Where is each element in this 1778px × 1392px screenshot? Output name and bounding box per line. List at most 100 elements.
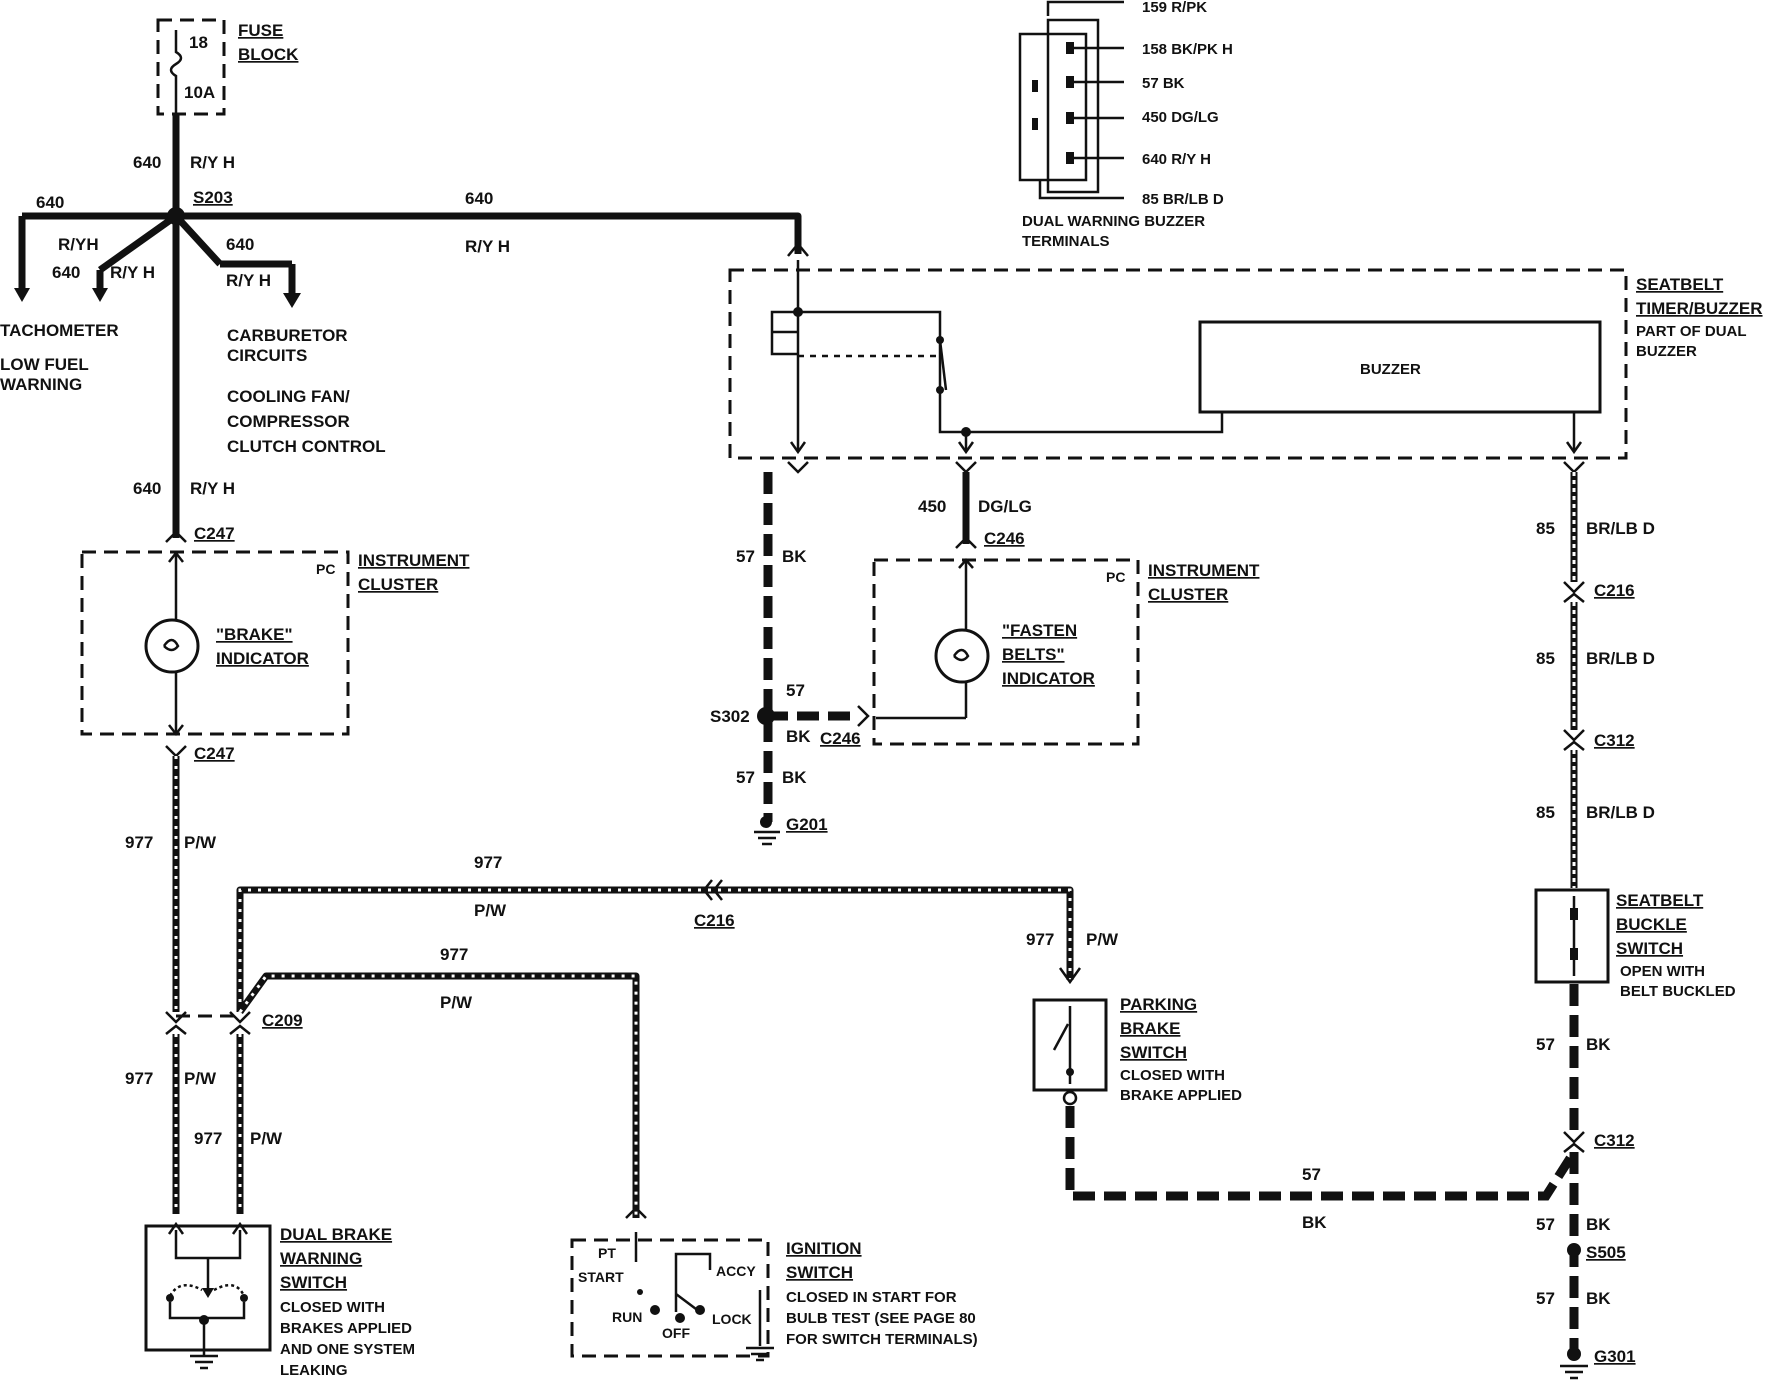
svg-text:P/W: P/W: [184, 833, 217, 852]
svg-text:TIMER/BUZZER: TIMER/BUZZER: [1636, 299, 1763, 318]
svg-text:CLUSTER: CLUSTER: [1148, 585, 1228, 604]
svg-text:BULB TEST (SEE PAGE 80: BULB TEST (SEE PAGE 80: [786, 1310, 976, 1327]
svg-text:85: 85: [1536, 803, 1555, 822]
svg-text:R/Y H: R/Y H: [110, 263, 155, 282]
svg-text:SWITCH: SWITCH: [280, 1273, 347, 1292]
instrument-cluster-brake: C247 PC "BRAKE" INDICATOR INSTRUMENT CLU…: [80, 524, 470, 763]
svg-text:85 BR/LB D: 85 BR/LB D: [1142, 191, 1224, 208]
svg-text:BK: BK: [1302, 1213, 1327, 1232]
svg-text:640 R/Y H: 640 R/Y H: [1142, 151, 1211, 168]
svg-text:INSTRUMENT: INSTRUMENT: [358, 551, 470, 570]
svg-text:BUZZER: BUZZER: [1636, 343, 1697, 360]
svg-text:C312: C312: [1594, 1131, 1635, 1150]
svg-text:SWITCH: SWITCH: [1120, 1043, 1187, 1062]
svg-text:ACCY: ACCY: [716, 1263, 756, 1279]
svg-text:R/Y H: R/Y H: [190, 479, 235, 498]
svg-text:CLOSED IN START FOR: CLOSED IN START FOR: [786, 1289, 957, 1306]
fuse-block: 18 10A FUSE BLOCK: [156, 18, 299, 116]
svg-text:S302: S302: [710, 707, 750, 726]
svg-text:640: 640: [52, 263, 80, 282]
svg-text:BR/LB D: BR/LB D: [1586, 649, 1655, 668]
svg-text:DUAL WARNING BUZZER: DUAL WARNING BUZZER: [1022, 213, 1205, 230]
svg-text:PC: PC: [316, 561, 335, 577]
svg-text:SWITCH: SWITCH: [1616, 939, 1683, 958]
fuse-number: 18: [189, 33, 208, 52]
svg-text:450 DG/LG: 450 DG/LG: [1142, 109, 1219, 126]
svg-text:OPEN WITH: OPEN WITH: [1620, 963, 1705, 980]
svg-text:DG/LG: DG/LG: [978, 497, 1032, 516]
svg-text:57: 57: [1302, 1165, 1321, 1184]
svg-text:57: 57: [736, 547, 755, 566]
svg-text:159 R/PK: 159 R/PK: [1142, 0, 1207, 16]
splice-s203-label: S203: [193, 188, 233, 207]
ground-icon: [190, 1354, 218, 1370]
svg-text:PT: PT: [598, 1245, 616, 1261]
ground-icon: [754, 830, 780, 846]
svg-text:C246: C246: [820, 729, 861, 748]
fuse-title-1: FUSE: [238, 21, 283, 40]
dual-brake-warning-switch: DUAL BRAKE WARNING SWITCH CLOSED WITH BR…: [144, 1221, 415, 1379]
svg-text:BUCKLE: BUCKLE: [1616, 915, 1687, 934]
svg-text:RUN: RUN: [612, 1309, 642, 1325]
svg-text:BR/LB D: BR/LB D: [1586, 803, 1655, 822]
svg-text:P/W: P/W: [440, 993, 473, 1012]
tachometer-label: TACHOMETER: [0, 321, 119, 340]
svg-text:LEAKING: LEAKING: [280, 1362, 348, 1379]
fuse-rating: 10A: [184, 83, 215, 102]
svg-text:640: 640: [226, 235, 254, 254]
wire-57-right: 57 BK C312 57 BK 57 BK S505 57 BK G301: [1065, 984, 1636, 1380]
svg-text:S505: S505: [1586, 1243, 1626, 1262]
ground-g201: G201: [786, 815, 828, 834]
svg-text:C246: C246: [984, 529, 1025, 548]
svg-text:85: 85: [1536, 649, 1555, 668]
svg-text:WARNING: WARNING: [280, 1249, 362, 1268]
svg-text:START: START: [578, 1269, 624, 1285]
svg-text:OFF: OFF: [662, 1325, 690, 1341]
svg-text:INDICATOR: INDICATOR: [216, 649, 309, 668]
svg-text:PART OF DUAL: PART OF DUAL: [1636, 323, 1747, 340]
svg-text:977: 977: [194, 1129, 222, 1148]
dual-warning-buzzer-terminals: 159 R/PK 158 BK/PK H 57 BK 450 DG/LG 640…: [1018, 0, 1233, 250]
svg-text:COMPRESSOR: COMPRESSOR: [227, 412, 350, 431]
svg-text:P/W: P/W: [474, 901, 507, 920]
svg-text:WARNING: WARNING: [0, 375, 82, 394]
svg-text:INDICATOR: INDICATOR: [1002, 669, 1095, 688]
connector-c209: C209: [262, 1011, 303, 1030]
instrument-cluster-fasten-belts: PC "FASTEN BELTS" INDICATOR INSTRUMENT C…: [872, 558, 1260, 746]
svg-text:977: 977: [440, 945, 468, 964]
svg-text:977: 977: [125, 833, 153, 852]
ignition-switch: PT START RUN OFF ACCY LOCK IGNITION SWIT…: [570, 1232, 978, 1362]
wire-57-left: 57 BK 57 S302 BK C246 57 BK G201: [710, 461, 870, 846]
svg-text:LOW FUEL: LOW FUEL: [0, 355, 89, 374]
svg-text:57: 57: [1536, 1289, 1555, 1308]
svg-text:IGNITION: IGNITION: [786, 1239, 862, 1258]
svg-text:BRAKE: BRAKE: [1120, 1019, 1180, 1038]
svg-text:977: 977: [1026, 930, 1054, 949]
svg-text:BK: BK: [1586, 1035, 1611, 1054]
svg-text:BELTS": BELTS": [1002, 645, 1065, 664]
svg-text:450: 450: [918, 497, 946, 516]
svg-text:R/Y H: R/Y H: [190, 153, 235, 172]
svg-text:CLUSTER: CLUSTER: [358, 575, 438, 594]
svg-text:57: 57: [1536, 1215, 1555, 1234]
svg-text:P/W: P/W: [184, 1069, 217, 1088]
svg-text:CLOSED WITH: CLOSED WITH: [1120, 1067, 1225, 1084]
svg-text:COOLING FAN/: COOLING FAN/: [227, 387, 350, 406]
svg-text:57: 57: [1536, 1035, 1555, 1054]
svg-text:AND ONE SYSTEM: AND ONE SYSTEM: [280, 1341, 415, 1358]
svg-text:57: 57: [786, 681, 805, 700]
svg-text:TERMINALS: TERMINALS: [1022, 233, 1110, 250]
svg-text:640: 640: [36, 193, 64, 212]
svg-text:BK: BK: [786, 727, 811, 746]
svg-text:P/W: P/W: [250, 1129, 283, 1148]
svg-text:CLUTCH CONTROL: CLUTCH CONTROL: [227, 437, 386, 456]
svg-text:977: 977: [474, 853, 502, 872]
svg-text:158 BK/PK H: 158 BK/PK H: [1142, 41, 1233, 58]
svg-text:57: 57: [736, 768, 755, 787]
svg-text:85: 85: [1536, 519, 1555, 538]
fasten-belts-bulb-icon: [934, 628, 990, 684]
svg-text:977: 977: [125, 1069, 153, 1088]
wire-977-network: [165, 756, 1082, 1219]
svg-text:C216: C216: [1594, 581, 1635, 600]
svg-text:SEATBELT: SEATBELT: [1636, 275, 1724, 294]
